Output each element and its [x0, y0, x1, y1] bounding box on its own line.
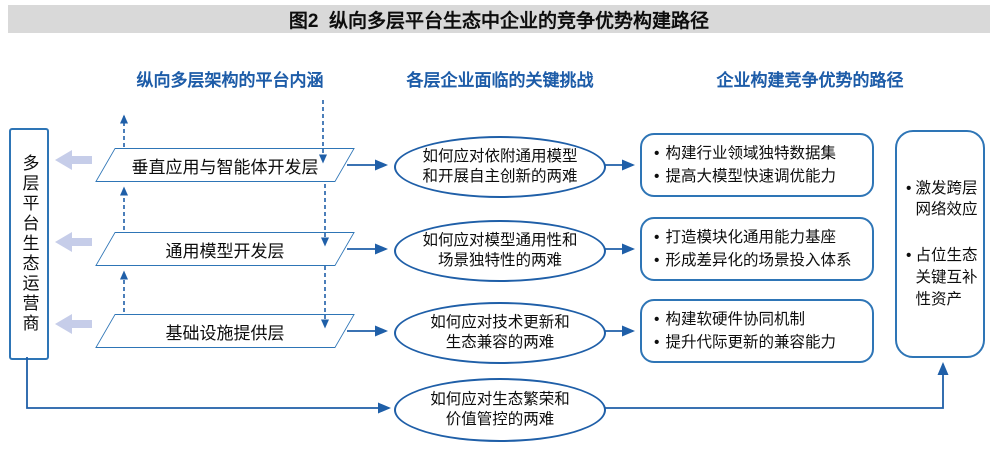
challenge-oval-1: 如何应对依附通用模型 和开展自主创新的两难	[394, 136, 606, 198]
path-box-3: • 构建软硬件协同机制 • 提升代际更新的兼容能力	[640, 299, 874, 363]
path-item-text: 打造模块化通用能力基座	[665, 228, 836, 246]
layer-label: 基础设施提供层	[165, 323, 285, 343]
left-block-arrow-icon	[55, 232, 92, 252]
path-item-text: 提升代际更新的兼容能力	[665, 334, 836, 351]
layer-label: 通用模型开发层	[165, 241, 285, 261]
operator-to-challenge-connector	[26, 357, 391, 414]
figure-title: 图2 纵向多层平台生态中企业的竞争优势构建路径	[8, 5, 990, 33]
path-item: • 构建行业领域独特数据集	[654, 142, 872, 165]
challenge-line: 如何应对技术更新和	[430, 313, 570, 331]
path-item-text: 构建行业领域独特数据集	[665, 144, 836, 162]
path-box-2: • 打造模块化通用能力基座 • 形成差异化的场景投入体系	[640, 217, 874, 281]
outcome-item-text: 占位生态关键互补性资产	[915, 247, 978, 308]
challenge-line: 如何应对生态繁荣和	[430, 390, 570, 408]
challenge-oval-3: 如何应对技术更新和 生态兼容的两难	[394, 302, 606, 364]
challenge-oval-4: 如何应对生态繁荣和 价值管控的两难	[394, 378, 606, 442]
column-header-challenges: 各层企业面临的关键挑战	[406, 71, 594, 90]
bullet-icon: •	[654, 334, 660, 351]
bullet-icon: •	[654, 144, 660, 162]
bullet-icon: •	[654, 252, 660, 269]
path-item: • 提高大模型快速调优能力	[654, 165, 872, 188]
layer-label: 垂直应用与智能体开发层	[131, 157, 319, 177]
outcome-item-text: 激发跨层网络效应	[915, 179, 978, 219]
bullet-icon: •	[906, 247, 912, 265]
layer-infrastructure: 基础设施提供层	[95, 314, 355, 348]
left-block-arrow-icon	[55, 314, 92, 334]
challenge-line: 价值管控的两难	[445, 411, 555, 428]
challenge-line: 场景独特性的两难	[437, 252, 562, 269]
challenge-oval-2: 如何应对模型通用性和 场景独特性的两难	[394, 220, 606, 282]
bullet-icon: •	[654, 228, 660, 246]
left-block-arrow-icon	[55, 150, 92, 170]
outcome-box: • 激发跨层网络效应 • 占位生态关键互补性资产	[895, 130, 985, 358]
outcome-item: • 激发跨层网络效应	[906, 178, 979, 221]
challenge-line: 和开展自主创新的两难	[422, 168, 578, 185]
path-item-text: 构建软硬件协同机制	[665, 310, 805, 328]
challenge-line: 如何应对依附通用模型	[422, 147, 578, 165]
challenge-line: 如何应对模型通用性和	[422, 231, 578, 249]
column-header-paths: 企业构建竞争优势的路径	[716, 71, 904, 90]
challenge-line: 生态兼容的两难	[445, 334, 555, 351]
path-item-text: 提高大模型快速调优能力	[665, 168, 836, 185]
path-item: • 打造模块化通用能力基座	[654, 226, 872, 249]
column-header-platform: 纵向多层架构的平台内涵	[136, 71, 324, 90]
path-item: • 构建软硬件协同机制	[654, 308, 872, 331]
path-item: • 形成差异化的场景投入体系	[654, 249, 872, 272]
operator-box: 多层平台生态运营商	[9, 128, 49, 360]
bullet-icon: •	[906, 179, 912, 197]
outcome-item: • 占位生态关键互补性资产	[906, 245, 979, 310]
path-box-1: • 构建行业领域独特数据集 • 提高大模型快速调优能力	[640, 133, 874, 197]
path-item: • 提升代际更新的兼容能力	[654, 331, 872, 354]
operator-label: 多层平台生态运营商	[19, 154, 39, 334]
challenge-to-outcome-connector	[604, 362, 949, 409]
layer-vertical-apps: 垂直应用与智能体开发层	[95, 148, 355, 182]
path-item-text: 形成差异化的场景投入体系	[665, 252, 852, 269]
bullet-icon: •	[654, 168, 660, 185]
bullet-icon: •	[654, 310, 660, 328]
layer-general-model: 通用模型开发层	[95, 232, 355, 266]
